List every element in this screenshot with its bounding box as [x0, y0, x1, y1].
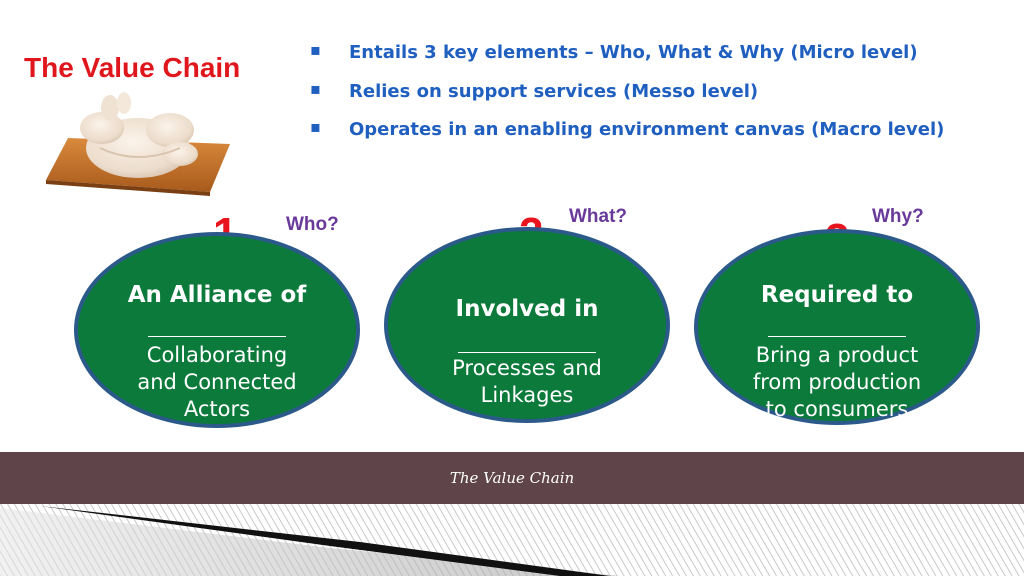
- element-question: What?: [569, 206, 628, 227]
- footer-band: The Value Chain: [0, 452, 1024, 504]
- square-bullet-icon: ▪: [310, 78, 321, 98]
- oval-heading: Required to: [760, 282, 914, 308]
- element-oval: An Alliance of Collaborating and Connect…: [74, 232, 360, 428]
- oval-divider: [148, 336, 286, 337]
- element-oval: Involved in Processes and Linkages: [384, 227, 670, 423]
- oval-divider: [458, 352, 596, 353]
- footer-text: The Value Chain: [449, 469, 575, 487]
- element-question: Who?: [286, 214, 339, 235]
- roast-chicken-image: [46, 92, 230, 196]
- oval-body: Processes and Linkages: [452, 356, 602, 407]
- oval-body: Bring a product from production to consu…: [752, 343, 922, 421]
- oval-heading: An Alliance of: [127, 282, 307, 308]
- oval-divider: [768, 336, 906, 337]
- decorative-stripes: [0, 504, 1024, 576]
- element-question: Why?: [872, 206, 924, 227]
- square-bullet-icon: ▪: [310, 117, 321, 136]
- element-oval: Required to Bring a product from product…: [694, 229, 980, 425]
- oval-heading: Involved in: [455, 296, 599, 322]
- oval-body: Collaborating and Connected Actors: [137, 343, 297, 421]
- slide-title: The Value Chain: [24, 52, 241, 83]
- square-bullet-icon: ▪: [310, 40, 321, 59]
